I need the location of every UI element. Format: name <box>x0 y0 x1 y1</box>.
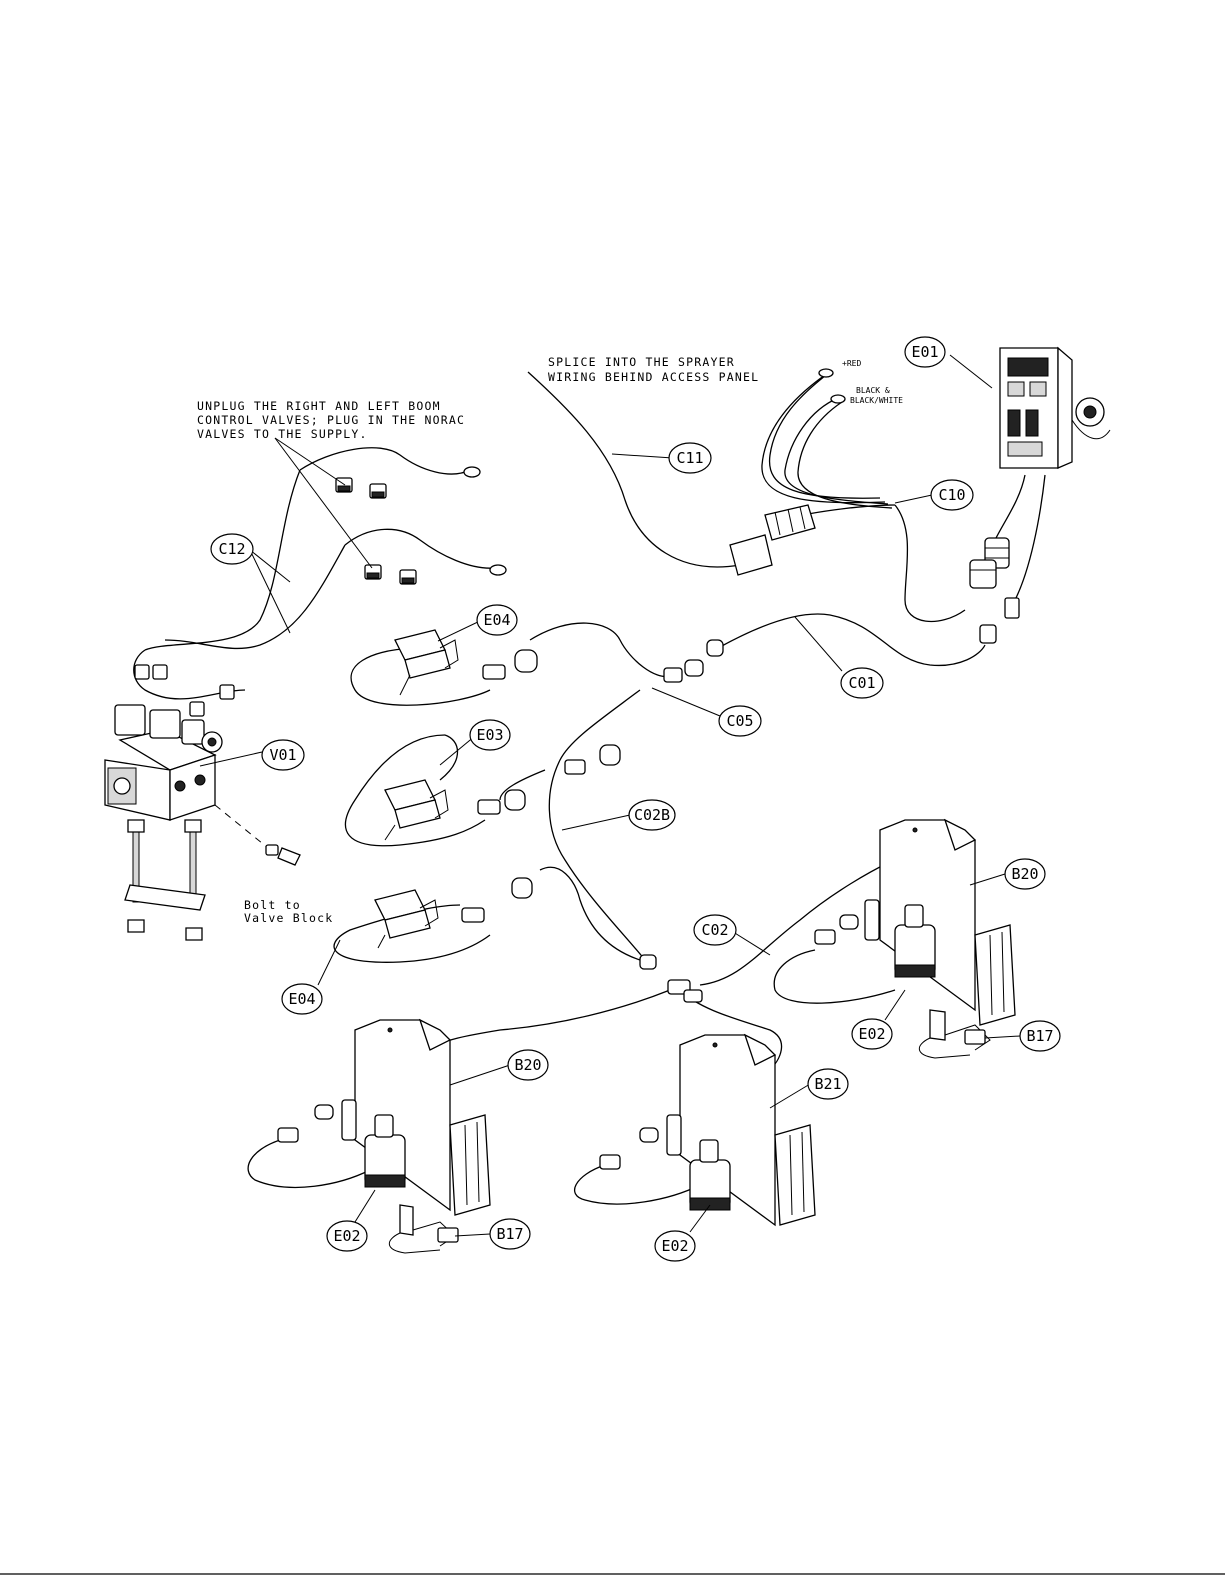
svg-text:V01: V01 <box>269 746 296 764</box>
harness-connectors <box>730 369 845 575</box>
callout-c01: C01 <box>841 668 883 698</box>
wiring <box>134 372 1045 1204</box>
clip-b17-left <box>389 1205 458 1253</box>
svg-text:B21: B21 <box>814 1075 841 1093</box>
svg-text:B17: B17 <box>1026 1027 1053 1045</box>
note-red-wire: +RED <box>842 359 861 368</box>
callout-e01: E01 <box>905 337 945 367</box>
note-unplug-line-3: VALVES TO THE SUPPLY. <box>197 427 368 441</box>
callout-c02b: C02B <box>629 800 675 830</box>
connectors-e01 <box>970 538 1019 643</box>
callout-b20-left: B20 <box>508 1050 548 1080</box>
callout-e02-right: E02 <box>852 1019 892 1049</box>
note-unplug-line-1: UNPLUG THE RIGHT AND LEFT BOOM <box>197 399 441 413</box>
sensor-e03 <box>385 745 620 840</box>
c12-plugs <box>135 467 506 716</box>
c05-connectors <box>664 640 723 682</box>
svg-text:E03: E03 <box>476 726 503 744</box>
svg-text:E02: E02 <box>858 1025 885 1043</box>
note-bolt-line-1: Bolt to <box>244 898 301 912</box>
svg-text:B17: B17 <box>496 1225 523 1243</box>
callout-b21: B21 <box>808 1069 848 1099</box>
bracket-b20-left <box>278 1020 490 1215</box>
note-splice-line-1: SPLICE INTO THE SPRAYER <box>548 355 735 369</box>
callout-c05: C05 <box>719 706 761 736</box>
svg-text:E04: E04 <box>483 611 510 629</box>
callout-v01: V01 <box>262 740 304 770</box>
svg-text:B20: B20 <box>1011 865 1038 883</box>
svg-text:C01: C01 <box>848 674 875 692</box>
callout-e04-bottom: E04 <box>282 984 322 1014</box>
callout-b17-right: B17 <box>1020 1021 1060 1051</box>
sensor-e04-top <box>395 630 537 695</box>
callout-e04-top: E04 <box>477 605 517 635</box>
note-splice-line-2: WIRING BEHIND ACCESS PANEL <box>548 370 759 384</box>
svg-text:E01: E01 <box>911 343 938 361</box>
svg-text:C02B: C02B <box>634 806 670 824</box>
callout-c10: C10 <box>931 480 973 510</box>
callout-b17-left: B17 <box>490 1219 530 1249</box>
callout-c11: C11 <box>669 443 711 473</box>
callout-b20-right: B20 <box>1005 859 1045 889</box>
callout-e03: E03 <box>470 720 510 750</box>
note-bolt-line-2: Valve Block <box>244 911 333 925</box>
control-box-e01 <box>1000 348 1110 468</box>
svg-text:E02: E02 <box>661 1237 688 1255</box>
bracket-b20-right <box>815 820 1015 1025</box>
c02-junction <box>640 955 702 1002</box>
callout-e02-center: E02 <box>655 1231 695 1261</box>
note-unplug-line-2: CONTROL VALVES; PLUG IN THE NORAC <box>197 413 465 427</box>
svg-text:E04: E04 <box>288 990 315 1008</box>
bracket-b21 <box>600 1035 815 1225</box>
leader-lines <box>200 355 1020 1236</box>
callout-c12: C12 <box>211 534 253 564</box>
svg-text:C10: C10 <box>938 486 965 504</box>
svg-text:C05: C05 <box>726 712 753 730</box>
svg-text:C02: C02 <box>701 921 728 939</box>
svg-text:C12: C12 <box>218 540 245 558</box>
note-black-wire-line-2: BLACK/WHITE <box>850 396 903 405</box>
sensor-e04-bottom <box>375 878 532 948</box>
note-black-wire-line-1: BLACK & <box>856 386 890 395</box>
svg-text:E02: E02 <box>333 1227 360 1245</box>
callout-c02: C02 <box>694 915 736 945</box>
svg-text:B20: B20 <box>514 1056 541 1074</box>
svg-text:C11: C11 <box>676 449 703 467</box>
callout-e02-left: E02 <box>327 1221 367 1251</box>
